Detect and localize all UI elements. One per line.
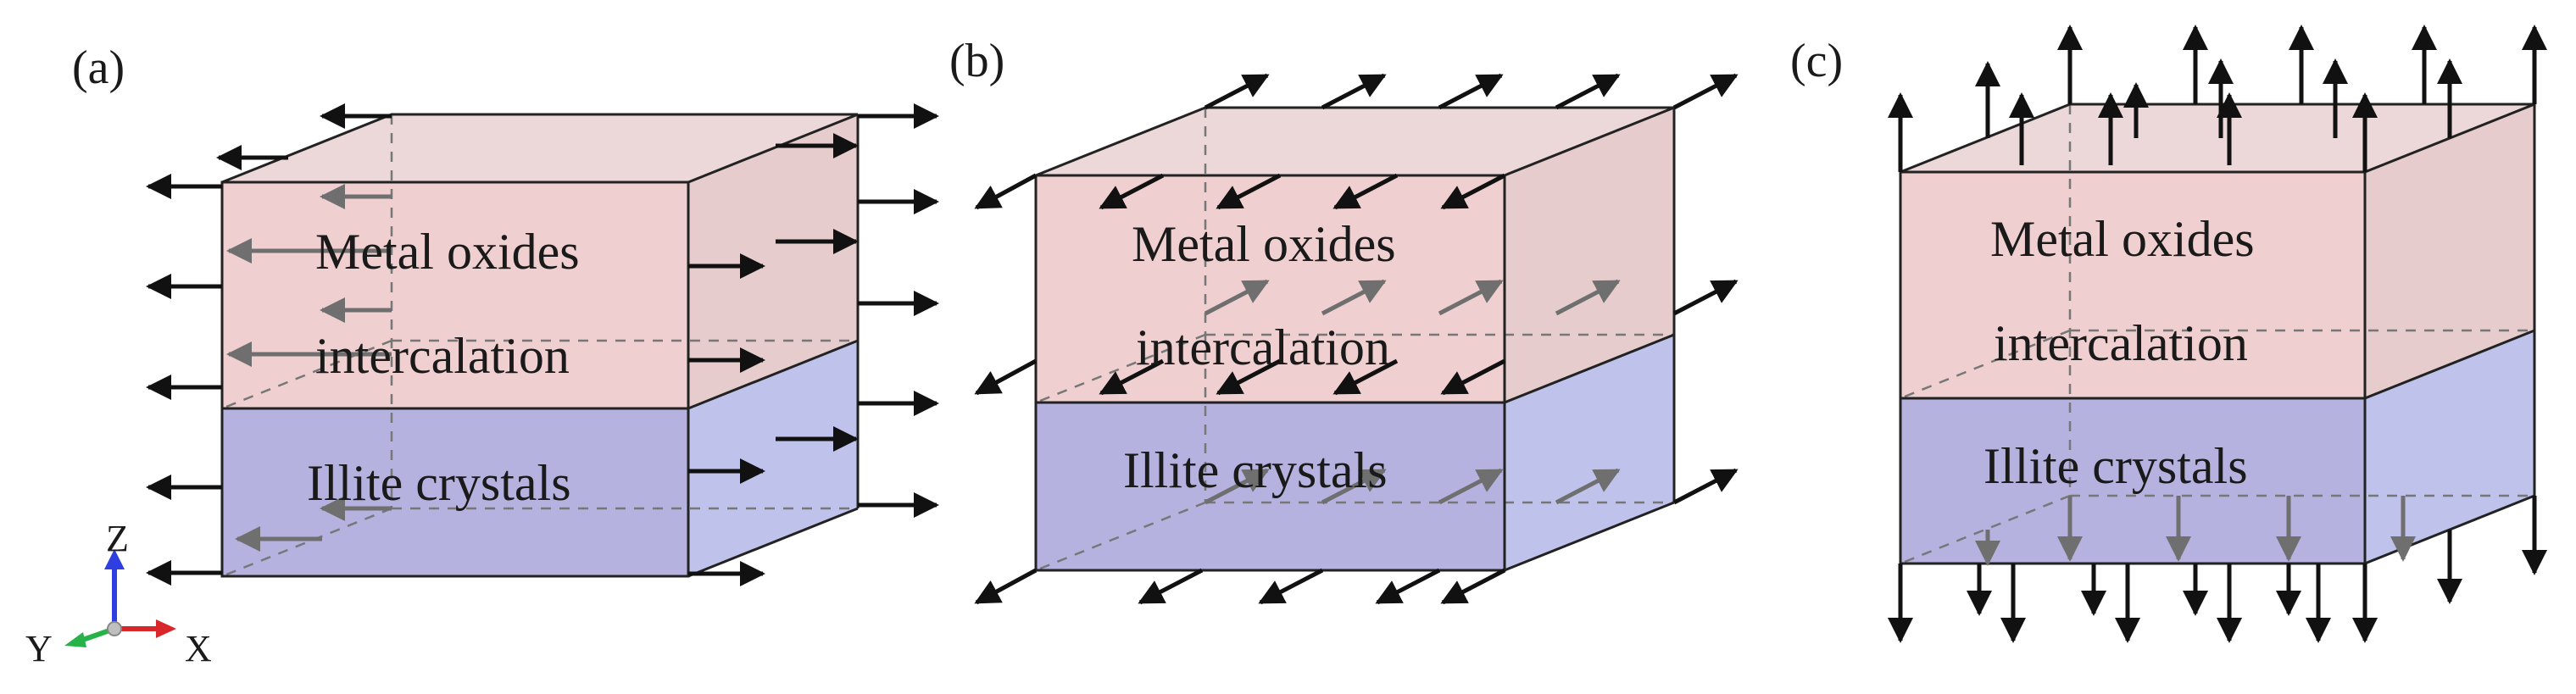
layer-label-oxides: Metal oxides bbox=[1132, 216, 1396, 272]
axis-label-z: Z bbox=[106, 518, 129, 559]
z-axis-head bbox=[104, 549, 125, 569]
oxide-top-face bbox=[222, 114, 858, 182]
x-axis-head bbox=[156, 619, 176, 638]
layer-label-intercalation: intercalation bbox=[1136, 319, 1390, 375]
layer-label-illite: Illite crystals bbox=[307, 455, 571, 511]
hidden-edges bbox=[221, 114, 858, 578]
arrows-front-top bbox=[1099, 173, 1506, 210]
layer-label-oxides: Metal oxides bbox=[1990, 211, 2255, 267]
hidden-edges bbox=[1900, 104, 2534, 565]
arrows-top-back bbox=[1204, 73, 1739, 110]
arrows-front-left bbox=[146, 174, 222, 586]
y-axis-head bbox=[64, 632, 86, 647]
panel-c: (c) bbox=[1790, 25, 2547, 643]
arrows-down-back bbox=[1975, 496, 2416, 566]
axis-label-y: Y bbox=[25, 628, 53, 669]
panel-a: (a) bbox=[72, 42, 939, 586]
oxide-side-face bbox=[2365, 104, 2534, 398]
panel-c-block bbox=[1899, 103, 2536, 565]
axis-triad: Z Y X bbox=[25, 518, 212, 669]
arrows-front-bottom bbox=[1138, 568, 1506, 605]
oxide-front-face bbox=[1036, 175, 1505, 403]
axis-origin bbox=[107, 621, 122, 636]
arrows-left-edge bbox=[974, 173, 1038, 605]
panel-b-label: (b) bbox=[949, 35, 1004, 87]
arrows-back-hidden bbox=[1204, 279, 1621, 505]
panel-a-arrows bbox=[146, 103, 939, 586]
layer-label-illite: Illite crystals bbox=[1123, 442, 1388, 498]
arrows-right bbox=[688, 103, 939, 586]
arrows-mid-front bbox=[1099, 358, 1506, 396]
arrows-back-left bbox=[226, 184, 392, 552]
hidden-edges bbox=[1035, 108, 1674, 572]
layer-label-oxides: Metal oxides bbox=[315, 224, 580, 280]
panel-c-label: (c) bbox=[1790, 35, 1843, 87]
arrows-top-left bbox=[216, 103, 392, 170]
oxide-side-face bbox=[688, 114, 858, 408]
arrows-up bbox=[1888, 25, 2547, 172]
illite-side-face bbox=[688, 341, 858, 576]
illite-front-face bbox=[1900, 398, 2365, 564]
oxide-top-face bbox=[1900, 104, 2534, 172]
oxide-front-face bbox=[222, 182, 688, 408]
axis-label-x: X bbox=[185, 628, 212, 669]
illite-side-face bbox=[1505, 335, 1674, 570]
layer-label-intercalation: intercalation bbox=[315, 328, 570, 384]
panel-c-arrows bbox=[1888, 25, 2547, 643]
panel-b: (b) bbox=[949, 35, 1739, 605]
illite-front-face bbox=[222, 408, 688, 576]
oxide-side-face bbox=[1505, 108, 1674, 403]
panel-a-label: (a) bbox=[72, 42, 125, 94]
layer-label-intercalation: intercalation bbox=[1994, 315, 2248, 371]
layer-label-illite: Illite crystals bbox=[1983, 438, 2248, 494]
arrows-right-edge bbox=[1672, 279, 1739, 505]
illite-front-face bbox=[1036, 403, 1505, 570]
oxide-top-face bbox=[1036, 108, 1674, 175]
oxide-front-face bbox=[1900, 172, 2365, 398]
panel-b-block bbox=[1034, 106, 1676, 572]
panel-b-arrows bbox=[974, 73, 1739, 605]
arrows-down-front bbox=[1888, 496, 2547, 643]
illite-side-face bbox=[2365, 330, 2534, 564]
